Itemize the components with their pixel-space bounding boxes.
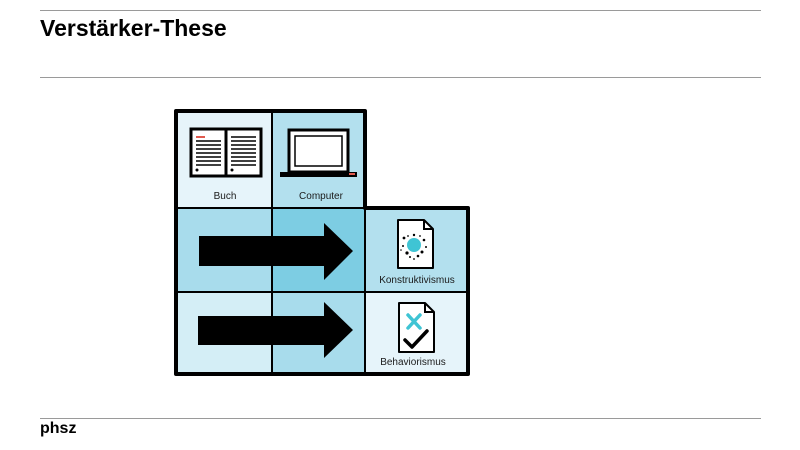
footer-logo: phsz (40, 420, 77, 437)
laptop-icon (280, 128, 357, 177)
diagram-outline (174, 109, 470, 376)
label-constructivism: Konstruktivismus (379, 275, 455, 286)
label-computer: Computer (299, 191, 344, 202)
document-check-icon (398, 302, 435, 353)
label-behaviorism: Behaviorismus (380, 357, 446, 368)
label-book: Buch (214, 191, 237, 202)
document-splash-icon (397, 219, 434, 269)
slide-title: Verstärker-These (40, 15, 227, 41)
arrow-right-icon (199, 223, 353, 280)
book-icon (189, 127, 263, 178)
title-underline-rule (40, 77, 761, 78)
top-rule (40, 10, 761, 11)
footer-rule (40, 418, 761, 419)
arrow-right-icon (198, 302, 353, 358)
